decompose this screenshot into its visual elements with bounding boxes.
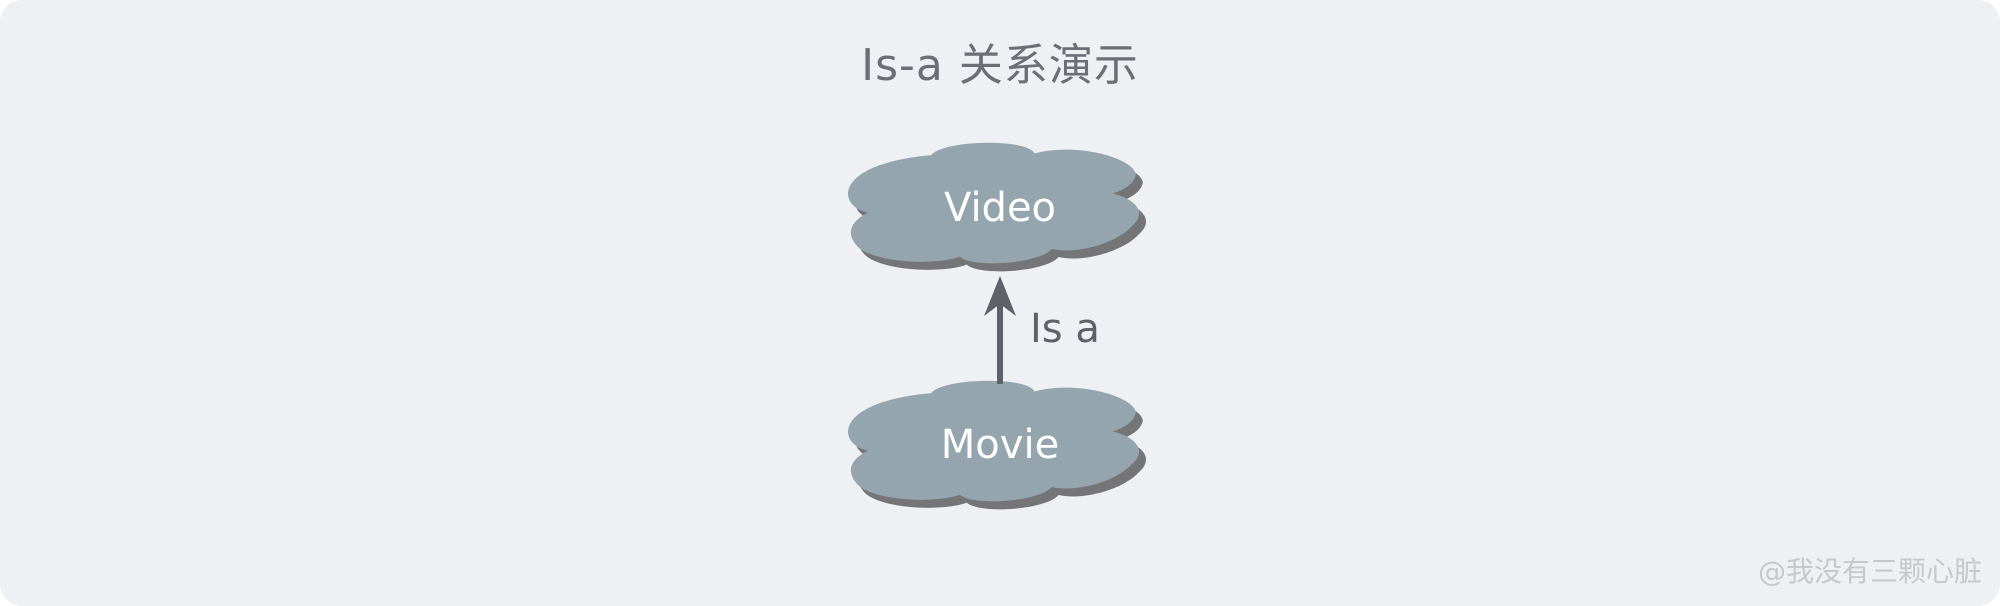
diagram-title: Is-a 关系演示 — [861, 40, 1139, 91]
edge-movie-to-video: Is a — [984, 276, 1100, 384]
arrow-head-icon — [984, 276, 1016, 316]
cloud-node-video: Video — [848, 142, 1147, 272]
node-label-video: Video — [944, 185, 1056, 231]
edge-label-is-a: Is a — [1030, 306, 1100, 352]
watermark: @我没有三颗心脏 — [1757, 555, 1982, 588]
cloud-node-movie: Movie — [848, 380, 1147, 510]
node-label-movie: Movie — [941, 422, 1059, 468]
